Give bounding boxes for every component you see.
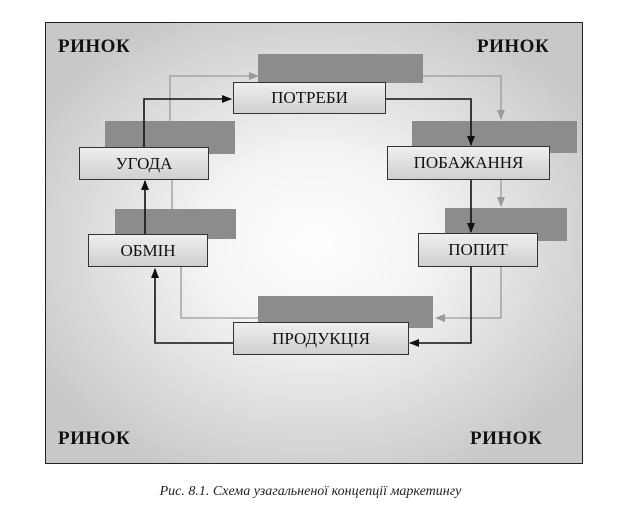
market-label-bottom-right: РИНОК bbox=[470, 428, 543, 449]
figure-caption: Рис. 8.1. Схема узагальненої концепції м… bbox=[159, 484, 462, 499]
node-uhoda: УГОДА bbox=[79, 147, 209, 180]
market-label-top-left: РИНОК bbox=[58, 36, 131, 57]
black-arrow bbox=[386, 98, 475, 146]
black-arrow bbox=[143, 95, 232, 147]
grey-arrow bbox=[435, 266, 502, 322]
node-potreby: ПОТРЕБИ bbox=[233, 82, 386, 114]
node-popyt: ПОПИТ bbox=[418, 233, 538, 267]
node-pobazhannia: ПОБАЖАННЯ bbox=[387, 146, 550, 180]
black-arrow bbox=[151, 268, 233, 344]
node-produktsiia: ПРОДУКЦІЯ bbox=[233, 322, 409, 355]
market-label-bottom-left: РИНОК bbox=[58, 428, 131, 449]
black-arrow bbox=[409, 267, 472, 347]
node-shadow bbox=[258, 54, 423, 83]
grey-arrow bbox=[169, 72, 259, 121]
market-label-top-right: РИНОК bbox=[477, 36, 550, 57]
grey-arrow bbox=[423, 75, 505, 120]
node-obmin: ОБМІН bbox=[88, 234, 208, 267]
